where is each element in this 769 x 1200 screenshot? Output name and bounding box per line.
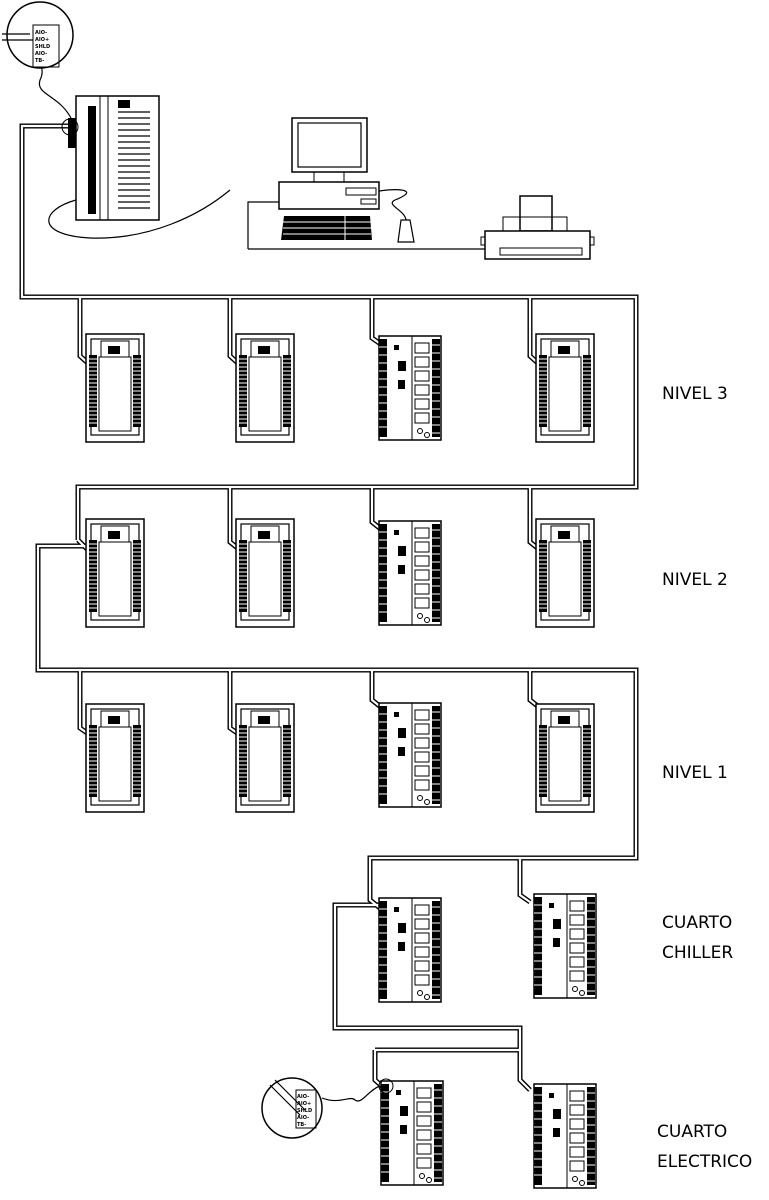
terminal-label: TB- <box>35 58 44 64</box>
terminal-label: SHLD <box>297 1108 312 1114</box>
terminal-label: AIO- <box>35 51 47 57</box>
workstation-computer-icon <box>247 117 485 250</box>
main-controller <box>61 95 160 221</box>
controller-nivel3-4 <box>536 334 594 442</box>
controller-nivel2-4 <box>536 519 594 627</box>
terminal-label: SHLD <box>35 44 50 50</box>
callout-leader-bottom <box>321 1085 381 1102</box>
terminal-label: AIO- <box>35 30 47 36</box>
controller-nivel3-3 <box>379 336 441 440</box>
level-label-chiller-1: CUARTO <box>662 913 732 933</box>
controller-nivel2-2 <box>236 519 294 627</box>
controller-nivel2-3 <box>379 521 441 625</box>
level-label-electrico-1: CUARTO <box>657 1122 727 1142</box>
level-label-electrico-2: ELECTRICO <box>657 1152 752 1172</box>
controller-nivel1-4 <box>536 704 594 812</box>
level-label-nivel1: NIVEL 1 <box>662 763 728 783</box>
controller-nivel3-1 <box>86 334 144 442</box>
terminal-label: AIO+ <box>35 37 49 43</box>
controller-nivel3-2 <box>236 334 294 442</box>
pc-link-cable <box>48 189 231 239</box>
controller-nivel1-1 <box>86 704 144 812</box>
terminal-label: AIO+ <box>297 1101 311 1107</box>
controller-nivel1-2 <box>236 704 294 812</box>
network-cabling <box>19 123 639 1092</box>
callout-anchor <box>378 1078 394 1094</box>
terminal-callout-bottom: AIO- AIO+ SHLD AIO- TB- <box>261 1077 323 1139</box>
terminal-label: AIO- <box>297 1094 309 1100</box>
controller-electrico-2 <box>534 1084 596 1188</box>
controller-chiller-2 <box>534 894 596 998</box>
printer-icon <box>480 195 595 260</box>
controller-electrico-1 <box>381 1081 443 1185</box>
level-label-chiller-2: CHILLER <box>662 943 733 963</box>
level-label-nivel3: NIVEL 3 <box>662 384 728 404</box>
terminal-label: TB- <box>297 1122 306 1128</box>
controller-nivel2-1 <box>86 519 144 627</box>
controller-nivel1-3 <box>379 703 441 807</box>
terminal-label: AIO- <box>297 1115 309 1121</box>
level-label-nivel2: NIVEL 2 <box>662 570 728 590</box>
terminal-callout-top: AIO- AIO+ SHLD AIO- TB- <box>2 1 74 69</box>
controller-chiller-1 <box>379 898 441 1002</box>
